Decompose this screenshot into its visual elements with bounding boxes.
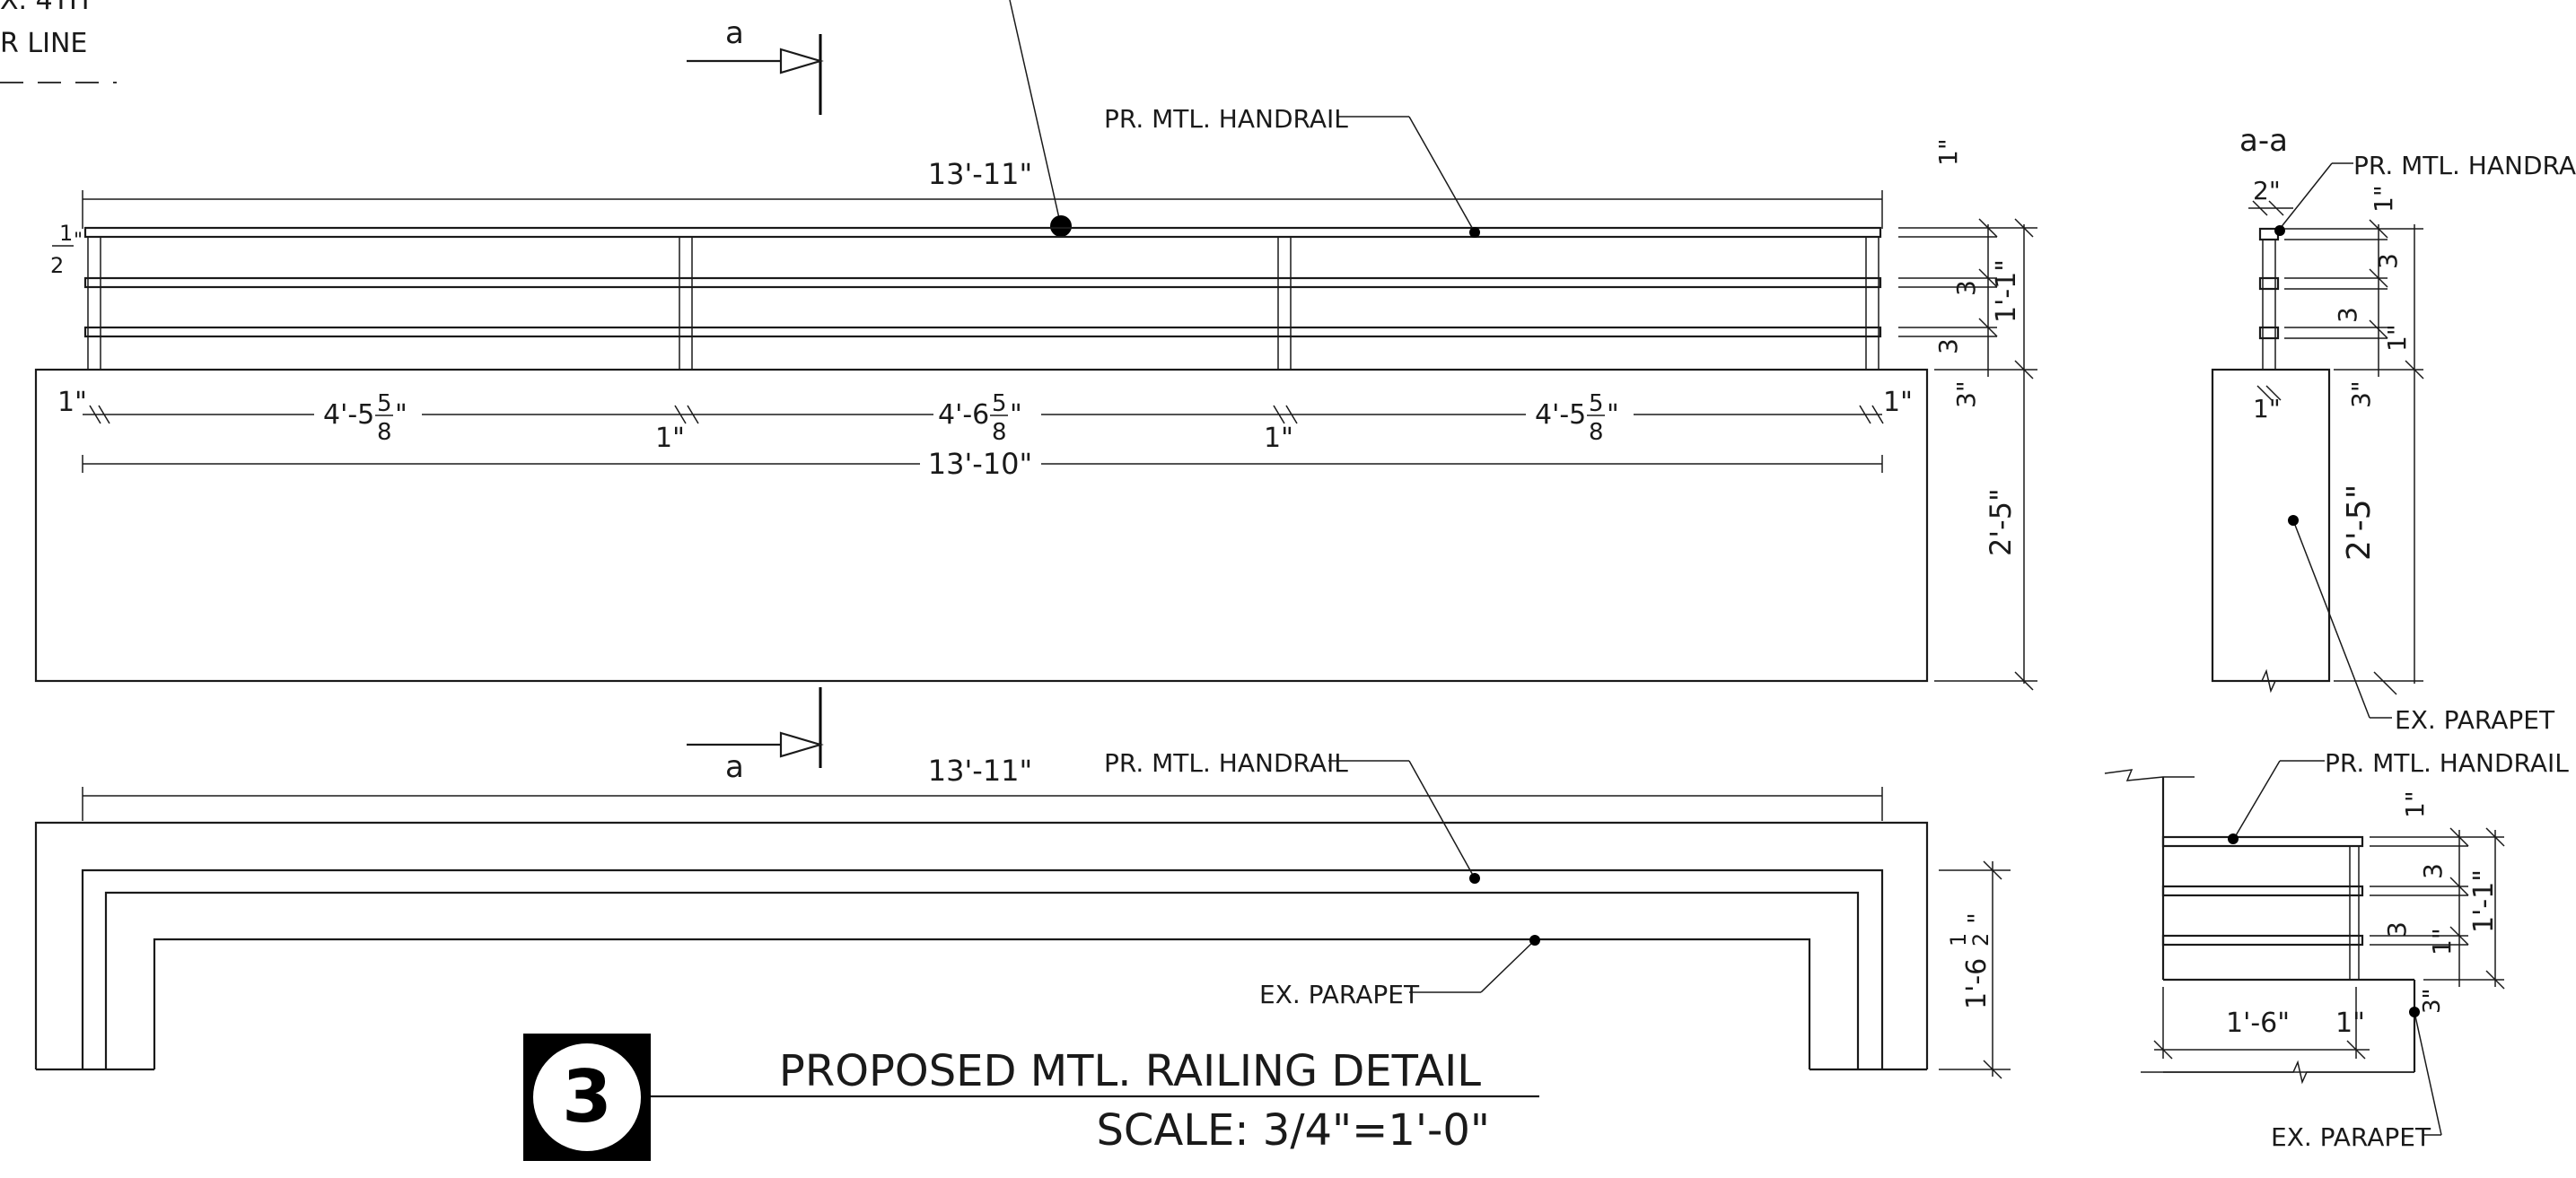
title-block: 3 PROPOSED MTL. RAILING DETAIL SCALE: 3/… bbox=[523, 1034, 1539, 1161]
dim-rail-height: 1'-1" bbox=[1991, 259, 2022, 323]
partial-note-line1: X. 4TH bbox=[0, 0, 90, 16]
dim-half-den: 2 bbox=[50, 253, 64, 278]
section-letter-top: a bbox=[725, 15, 744, 51]
dim-small-post: 1" bbox=[2335, 1008, 2365, 1039]
callout-parapet-section: EX. PARAPET bbox=[2395, 705, 2555, 735]
dim-section-top-rail: 1" bbox=[2369, 185, 2398, 213]
post-2 bbox=[679, 236, 693, 371]
post-right bbox=[1865, 236, 1879, 371]
dim-small-rail: 1" bbox=[2427, 928, 2457, 955]
post-left bbox=[87, 236, 101, 371]
dim-span-left: 4'-5 bbox=[323, 399, 374, 431]
callout-handrail-elev: PR. MTL. HANDRAIL bbox=[1104, 104, 1348, 134]
section-marker-top: a bbox=[687, 15, 824, 115]
detail-number: 3 bbox=[562, 1055, 612, 1139]
dim-section-rail-spacing-1: 3 bbox=[2373, 253, 2403, 269]
plan-view: 13'-11" PR. MTL. HANDRAIL EX. PARAPET 1'… bbox=[34, 748, 2011, 1079]
post-3 bbox=[1277, 236, 1292, 371]
dim-small-top-rail: 1" bbox=[2400, 790, 2430, 818]
callout-handrail-plan: PR. MTL. HANDRAIL bbox=[1104, 748, 1348, 778]
dim-span-middle-num: 5 bbox=[992, 390, 1007, 417]
dim-base-gap: 3" bbox=[1951, 380, 1981, 408]
dim-small-width: 1'-6" bbox=[2226, 1008, 2290, 1039]
dim-end-right: 1" bbox=[1883, 387, 1913, 418]
dim-rail-spacing-2: 3 bbox=[1933, 338, 1963, 354]
dim-post-width-2: 1" bbox=[655, 423, 685, 454]
dim-small-rail-spacing-1: 3 bbox=[2418, 863, 2448, 879]
dim-span-right: 4'-5 bbox=[1535, 399, 1586, 431]
dim-post-size: 2" bbox=[2253, 176, 2281, 205]
callout-dot-large bbox=[1050, 215, 1072, 237]
small-section-view: PR. MTL. HANDRAIL 1" 3 3 1" 1'-1" 3" 1'-… bbox=[2104, 748, 2569, 1152]
dim-top-rail: 1" bbox=[1933, 138, 1963, 166]
dim-elev-overall: 13'-11" bbox=[928, 157, 1033, 191]
callout-parapet-plan: EX. PARAPET bbox=[1259, 980, 1420, 1009]
dim-span-middle-den: 8 bbox=[992, 419, 1007, 446]
dim-end-left: 1" bbox=[57, 387, 87, 418]
dim-return-num: 1 bbox=[1946, 933, 1971, 947]
dim-section-base-gap: 3" bbox=[2346, 380, 2376, 408]
partial-note-line2: R LINE bbox=[0, 28, 87, 59]
detail-scale: SCALE: 3/4"=1'-0" bbox=[1096, 1105, 1490, 1156]
dim-span-right-tail: " bbox=[1607, 399, 1619, 431]
elevation-view: 13'-11" PR. MTL. HANDRAIL 1 2 " bbox=[34, 0, 2037, 691]
dim-parapet-height: 2'-5" bbox=[1984, 488, 2018, 556]
detail-title: PROPOSED MTL. RAILING DETAIL bbox=[779, 1046, 1481, 1096]
dim-post-width-3: 1" bbox=[1264, 423, 1293, 454]
dim-small-rail-height: 1'-1" bbox=[2468, 869, 2500, 933]
callout-handrail-small: PR. MTL. HANDRAIL bbox=[2325, 748, 2569, 778]
dim-span-right-den: 8 bbox=[1589, 419, 1604, 446]
section-marker-bottom: a bbox=[687, 687, 824, 785]
section-label: a-a bbox=[2239, 123, 2288, 159]
dim-return-den: 2 bbox=[1968, 933, 1993, 947]
dim-small-base-gap: 3" bbox=[2419, 988, 2446, 1014]
dim-section-rail-spacing-2: 3 bbox=[2333, 307, 2362, 323]
dim-rail-spacing-1: 3 bbox=[1951, 280, 1981, 296]
dim-span-middle-tail: " bbox=[1010, 399, 1022, 431]
bottom-rail bbox=[83, 326, 1882, 338]
dim-section-rail: 1" bbox=[2382, 324, 2412, 352]
dim-span-middle: 4'-6 bbox=[938, 399, 989, 431]
dim-span-left-num: 5 bbox=[377, 390, 392, 417]
dim-return: 1'-6 bbox=[1961, 958, 1993, 1009]
dim-span-left-den: 8 bbox=[377, 419, 392, 446]
parapet-section bbox=[2211, 368, 2331, 683]
callout-handrail-section: PR. MTL. HANDRAIL bbox=[2353, 151, 2576, 180]
dim-clear-length: 13'-10" bbox=[928, 447, 1033, 481]
section-letter-bottom: a bbox=[725, 749, 744, 785]
dim-post-embed: 1" bbox=[2253, 394, 2281, 423]
dim-half-tail: " bbox=[74, 230, 83, 252]
callout-parapet-small: EX. PARAPET bbox=[2271, 1122, 2431, 1152]
parapet-elevation bbox=[34, 368, 1929, 683]
section-a-a-view: a-a PR. MTL. HANDRAIL 2" 1" bbox=[2211, 123, 2576, 735]
dim-plan-overall: 13'-11" bbox=[928, 754, 1033, 788]
dim-span-left-tail: " bbox=[395, 399, 407, 431]
dim-half-num: 1 bbox=[59, 221, 73, 246]
dim-small-rail-spacing-2: 3 bbox=[2382, 921, 2412, 938]
dim-return-tail: " bbox=[1962, 912, 1992, 924]
middle-rail bbox=[83, 276, 1882, 289]
dim-section-parapet-height: 2'-5" bbox=[2341, 484, 2378, 561]
dim-span-right-num: 5 bbox=[1589, 390, 1604, 417]
top-rail bbox=[83, 226, 1882, 239]
